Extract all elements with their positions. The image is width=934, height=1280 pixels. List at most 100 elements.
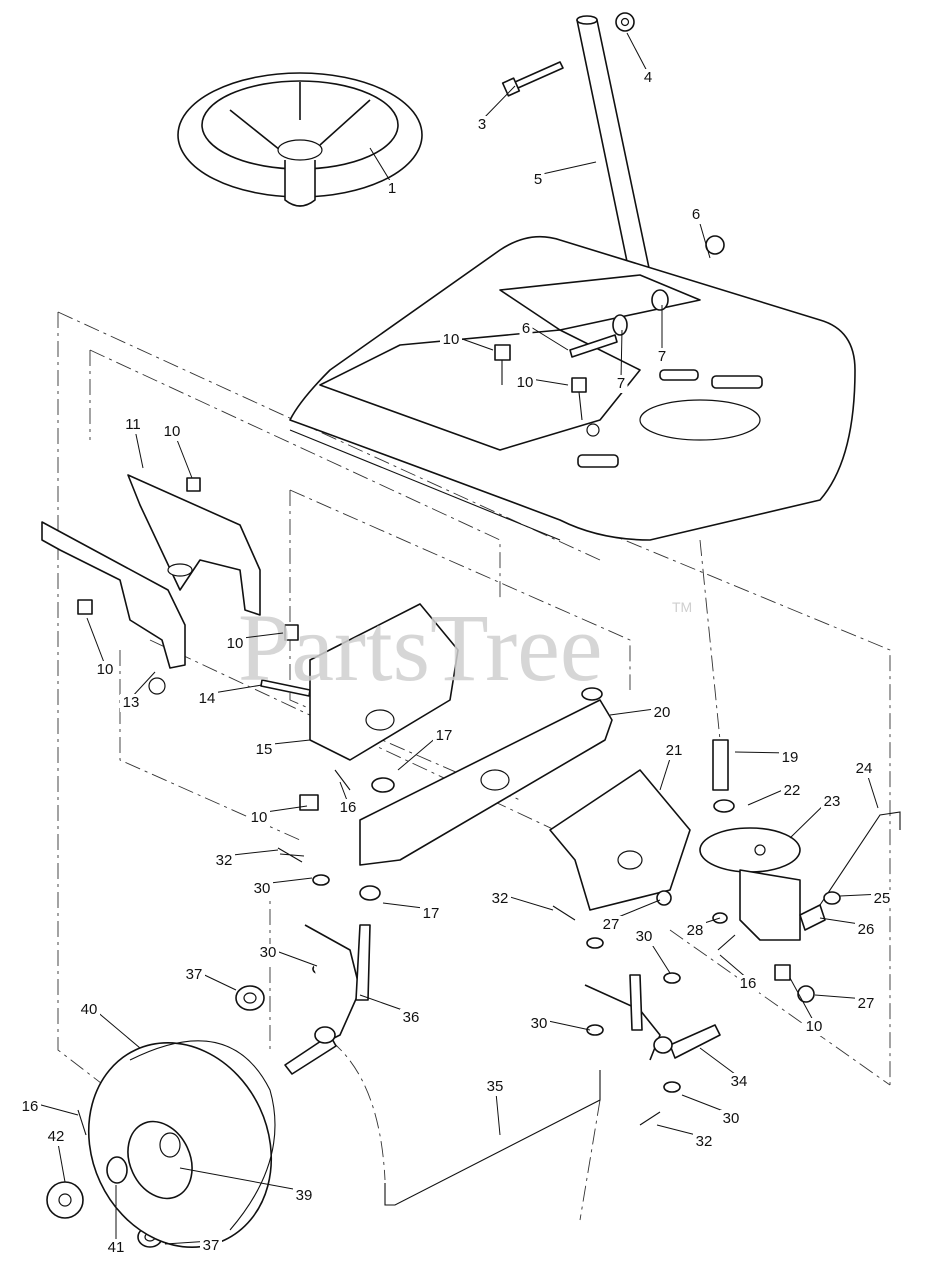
callout-label-c30a[interactable]: 30 [254, 880, 271, 897]
leader-line-c3 [481, 85, 516, 121]
washer-41 [106, 1156, 128, 1184]
callout-label-c17a[interactable]: 17 [436, 727, 453, 744]
callout-bg-c32c [693, 1133, 715, 1151]
callout-bg-c22 [781, 782, 803, 800]
leader-line-c6b [525, 323, 569, 351]
callout-label-c20[interactable]: 20 [654, 704, 671, 721]
callout-label-c34[interactable]: 34 [731, 1073, 748, 1090]
leader-line-c13 [130, 671, 156, 699]
callout-label-c36[interactable]: 36 [403, 1009, 420, 1026]
callout-bg-c6b [519, 320, 533, 338]
leader-line-c7b [620, 329, 623, 380]
callout-label-c23[interactable]: 23 [824, 793, 841, 810]
ball-joint-26 [799, 891, 841, 931]
sector-gear-23 [699, 827, 801, 941]
callout-bg-c23 [821, 793, 843, 811]
callout-bg-c28 [684, 922, 706, 940]
callout-label-c16c[interactable]: 16 [22, 1098, 39, 1115]
callout-bg-c37b [200, 1237, 222, 1255]
callout-label-c11[interactable]: 11 [125, 416, 141, 433]
callout-label-c10d[interactable]: 10 [97, 661, 114, 678]
callout-label-c30b[interactable]: 30 [260, 944, 277, 961]
callout-bg-c16b [737, 975, 759, 993]
callout-label-c39[interactable]: 39 [296, 1187, 313, 1204]
callout-bg-c27a [600, 916, 622, 934]
cotter-pins [77, 769, 736, 1136]
callout-label-c1[interactable]: 1 [388, 180, 396, 197]
steering-wheel [177, 72, 423, 207]
callout-label-c37a[interactable]: 37 [186, 966, 203, 983]
callout-label-c25[interactable]: 25 [874, 890, 891, 907]
callout-label-c30e[interactable]: 30 [723, 1110, 740, 1127]
callout-bg-c1 [385, 180, 399, 198]
nut-4 [615, 12, 635, 32]
callout-label-c24[interactable]: 24 [856, 760, 873, 777]
callout-label-c13[interactable]: 13 [123, 694, 140, 711]
nuts-27 [656, 890, 815, 1003]
callout-bg-c3 [475, 116, 489, 134]
callout-label-c5[interactable]: 5 [534, 171, 542, 188]
callout-bg-c10b [514, 374, 536, 392]
callout-label-c16a[interactable]: 16 [340, 799, 357, 816]
callout-bg-c14 [196, 690, 218, 708]
callout-label-c41[interactable]: 41 [108, 1239, 125, 1256]
callout-label-c17b[interactable]: 17 [423, 905, 440, 922]
callout-label-c32c[interactable]: 32 [696, 1133, 713, 1150]
spindle-34 [584, 974, 721, 1061]
callout-label-c3[interactable]: 3 [478, 116, 486, 133]
callout-label-c6b[interactable]: 6 [522, 320, 530, 337]
watermark-text: PartsTree [238, 594, 602, 701]
callout-label-c35[interactable]: 35 [487, 1078, 504, 1095]
spindle-36 [284, 924, 371, 1075]
callout-label-c27a[interactable]: 27 [603, 916, 620, 933]
callout-label-c32a[interactable]: 32 [216, 852, 233, 869]
callout-bg-c30a [251, 880, 273, 898]
callout-label-c7b[interactable]: 7 [617, 375, 625, 392]
callout-label-c22[interactable]: 22 [784, 782, 801, 799]
callout-bg-c30c [633, 928, 655, 946]
callout-label-c10a[interactable]: 10 [443, 331, 460, 348]
callout-label-c10e[interactable]: 10 [227, 635, 244, 652]
frame-bracket-13 [41, 521, 186, 695]
callout-label-c40[interactable]: 40 [81, 1001, 98, 1018]
callout-label-c30d[interactable]: 30 [531, 1015, 548, 1032]
callout-label-c14[interactable]: 14 [199, 690, 216, 707]
callout-label-c37b[interactable]: 37 [203, 1237, 220, 1254]
callout-bg-c7b [614, 375, 628, 393]
callout-label-c32b[interactable]: 32 [492, 890, 509, 907]
bolts-10 [77, 344, 791, 981]
callout-label-c7a[interactable]: 7 [658, 348, 666, 365]
callout-label-c42[interactable]: 42 [48, 1128, 65, 1145]
washer-22 [713, 799, 735, 813]
callout-bg-c37a [183, 966, 205, 984]
callout-label-c4[interactable]: 4 [644, 69, 652, 86]
callout-bg-c34 [728, 1073, 750, 1091]
wheel-assembly-40 [87, 1040, 276, 1248]
callout-bg-c19 [779, 749, 801, 767]
bolt-3 [501, 61, 564, 97]
callout-bg-c21 [663, 742, 685, 760]
callout-label-c19[interactable]: 19 [782, 749, 799, 766]
callout-label-c10c[interactable]: 10 [164, 423, 181, 440]
callout-label-c10f[interactable]: 10 [251, 809, 268, 826]
callout-bg-c10f [248, 809, 270, 827]
bolt-6-and-washers-7 [569, 235, 725, 358]
callout-label-c28[interactable]: 28 [687, 922, 704, 939]
callout-label-c30c[interactable]: 30 [636, 928, 653, 945]
callout-bg-c10c [161, 423, 183, 441]
leader-line-c1 [369, 147, 393, 185]
bushings-17 [359, 777, 395, 901]
callout-label-c15[interactable]: 15 [256, 741, 273, 758]
callout-label-c26[interactable]: 26 [858, 921, 875, 938]
callout-bg-c26 [855, 921, 877, 939]
callout-label-c10b[interactable]: 10 [517, 374, 534, 391]
callout-label-c6a[interactable]: 6 [692, 206, 700, 223]
callout-bg-c42 [45, 1128, 67, 1146]
leader-line-c10g [789, 977, 815, 1023]
callout-label-c21[interactable]: 21 [666, 742, 683, 759]
callout-bg-c41 [105, 1239, 127, 1257]
callout-label-c27b[interactable]: 27 [858, 995, 875, 1012]
callout-label-c10g[interactable]: 10 [806, 1018, 823, 1035]
callout-label-c16b[interactable]: 16 [740, 975, 757, 992]
